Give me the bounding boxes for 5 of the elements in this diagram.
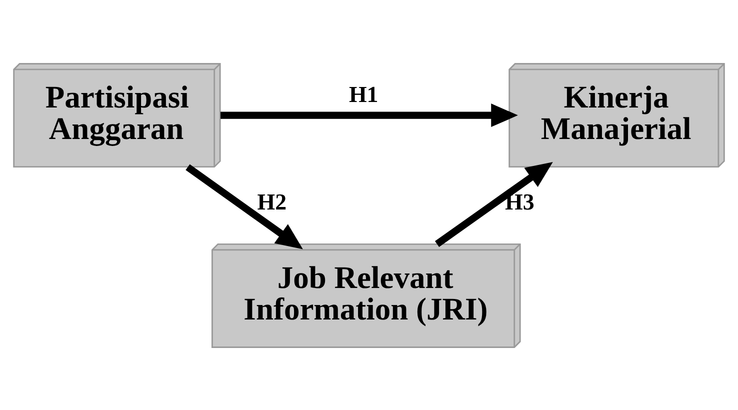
arrow xyxy=(220,103,518,127)
arrow xyxy=(434,161,553,246)
edge-label: H1 xyxy=(348,82,378,107)
edge-label: H2 xyxy=(257,189,287,214)
arrow xyxy=(186,164,303,249)
